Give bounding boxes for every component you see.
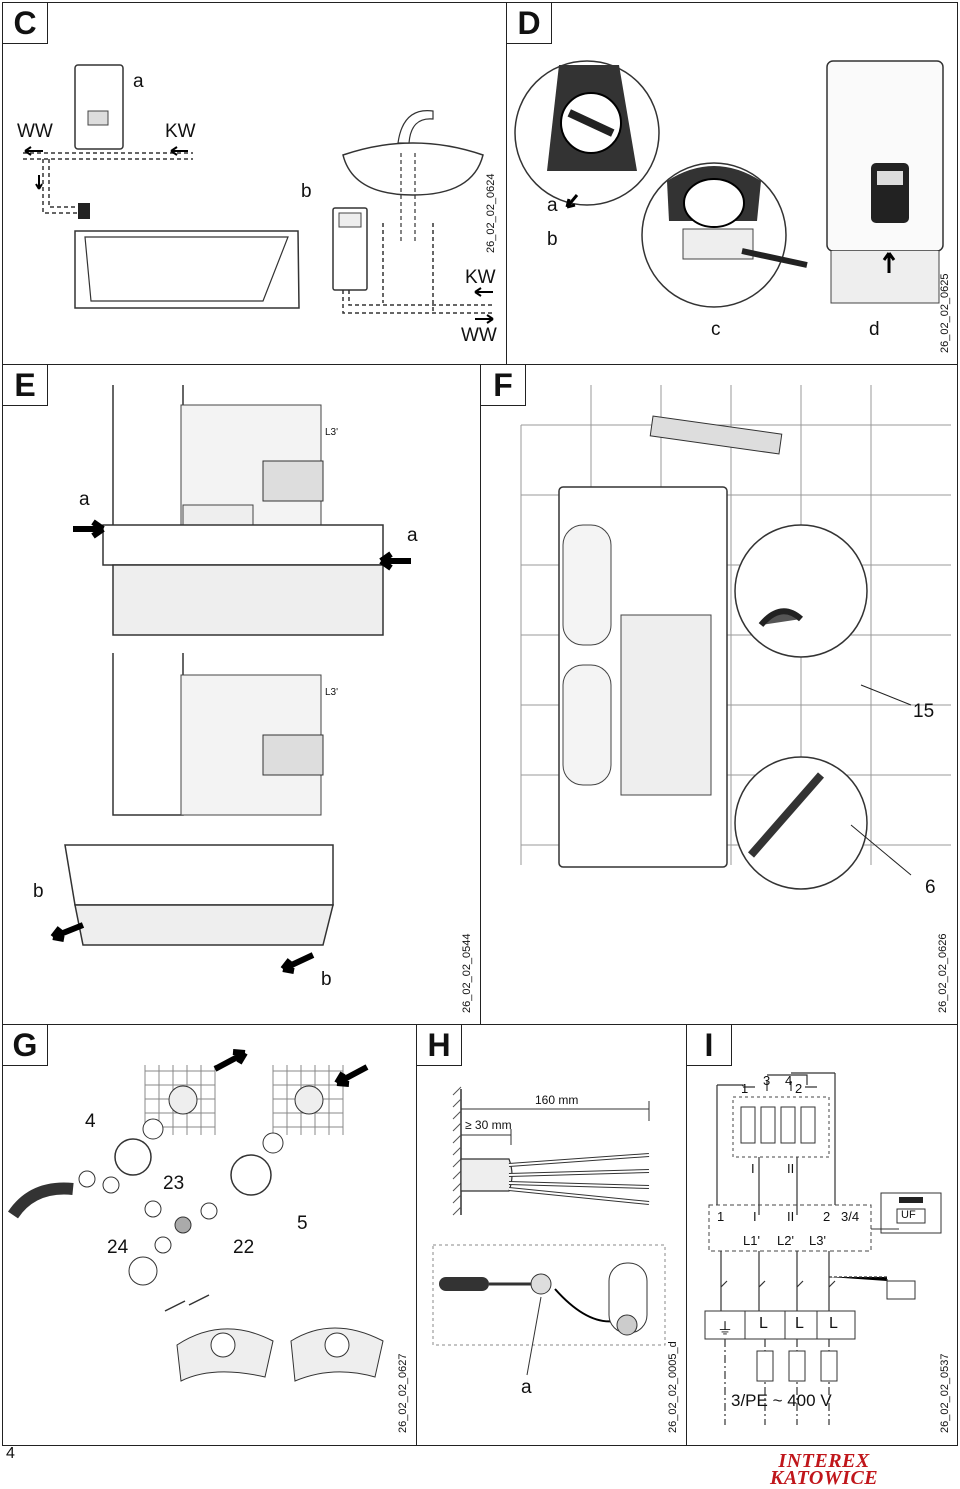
figure-code: 26_02_02_0537 <box>939 1353 951 1433</box>
panel-c-tag: C <box>3 3 48 44</box>
panel-c-illustration <box>23 64 494 324</box>
label-15: 15 <box>913 701 935 722</box>
label-kw-top: KW <box>165 121 196 142</box>
label-30mm: ≥ 30 mm <box>465 1118 512 1132</box>
label-uf: UF <box>901 1209 916 1221</box>
label-top-4: 4 <box>785 1073 793 1088</box>
label-a: a <box>547 195 558 216</box>
label-top-1: 1 <box>741 1081 749 1096</box>
label-24: 24 <box>107 1237 129 1258</box>
label-5: 5 <box>297 1213 308 1234</box>
panel-f-tag: F <box>481 365 526 406</box>
panel-h-illustration <box>432 1086 666 1376</box>
label-top-2: 2 <box>795 1081 803 1096</box>
panel-g-tag: G <box>3 1025 48 1066</box>
panel-h-tag: H <box>417 1025 462 1066</box>
supply-label: 3/PE ~ 400 V <box>731 1391 832 1410</box>
terminal-L3: L <box>829 1315 838 1332</box>
label-b: b <box>301 181 312 202</box>
panel-i-wiring-diagram <box>704 1072 942 1425</box>
label-L3: L3' <box>809 1233 826 1248</box>
panel-h: H 160 mm ≥ 30 mm a 26_02_02_0005_d <box>416 1024 688 1446</box>
label-block-I: I <box>753 1209 757 1224</box>
panel-d-tag: D <box>507 3 552 44</box>
label-ww-top: WW <box>17 121 53 142</box>
logo-line2: KATOWICE <box>770 1467 879 1489</box>
label-160mm: 160 mm <box>535 1093 579 1107</box>
figure-code: 26_02_02_0626 <box>937 933 949 1013</box>
terminal-L2: L <box>795 1315 804 1332</box>
label-6: 6 <box>925 877 936 898</box>
label-22: 22 <box>233 1237 255 1258</box>
figure-code: 26_02_02_0624 <box>485 173 497 253</box>
page-number: 4 <box>6 1445 15 1462</box>
panel-c: C a b WW KW KW WW 26_02_02_0624 <box>2 2 508 366</box>
label-block-2: 2 <box>823 1209 831 1224</box>
figure-code: 26_02_02_0544 <box>461 933 473 1013</box>
label-d: d <box>869 319 880 340</box>
label-top-3: 3 <box>763 1073 771 1088</box>
panel-d-illustration <box>514 60 944 308</box>
label-relay-I: I <box>751 1161 755 1176</box>
logo-line1: INTEREX <box>778 1450 870 1472</box>
figure-code: 26_02_02_0625 <box>939 273 951 353</box>
panel-g: G 4 23 5 24 22 26_02_02_0627 <box>2 1024 418 1446</box>
label-23: 23 <box>163 1173 185 1194</box>
label-block-1: 1 <box>717 1209 725 1224</box>
panel-e-illustration <box>50 385 411 974</box>
panel-g-illustration <box>8 1049 384 1382</box>
panel-e: E a a b b L3' L3' 26_02_02_0544 <box>2 364 482 1026</box>
label-b: b <box>547 229 558 250</box>
label-c: c <box>711 319 721 340</box>
panel-i-tag: I <box>687 1025 732 1066</box>
figure-code: 26_02_02_0005_d <box>667 1341 679 1433</box>
label-a: a <box>521 1377 532 1398</box>
panel-i: I 1 3 4 2 I II 1 I II 2 3/4 L1' L2' L3' … <box>686 1024 958 1446</box>
panel-f-illustration <box>520 385 951 890</box>
terminal-L1: L <box>759 1315 768 1332</box>
label-kw-bottom: KW <box>465 267 496 288</box>
label-L1: L1' <box>743 1233 760 1248</box>
label-b-left: b <box>33 881 44 902</box>
ground-icon: ⏚ <box>717 1321 734 1338</box>
panel-f: F 15 6 26_02_02_0626 <box>480 364 958 1026</box>
figure-code: 26_02_02_0627 <box>397 1353 409 1433</box>
label-block-II: II <box>787 1209 795 1224</box>
panel-d: D a b c d 26_02_02_0625 <box>506 2 958 366</box>
label-a: a <box>133 71 144 92</box>
panel-e-tag: E <box>3 365 48 406</box>
label-l3-upper: L3' <box>325 427 339 438</box>
label-b-right: b <box>321 969 332 990</box>
label-a-right: a <box>407 525 418 546</box>
label-L2: L2' <box>777 1233 794 1248</box>
label-4: 4 <box>85 1111 96 1132</box>
label-l3-lower: L3' <box>325 687 339 698</box>
interex-logo: INTEREX KATOWICE <box>770 1450 879 1489</box>
label-relay-II: II <box>787 1161 795 1176</box>
label-a-left: a <box>79 489 90 510</box>
label-block-34: 3/4 <box>841 1209 860 1224</box>
label-ww-bottom: WW <box>461 325 497 346</box>
